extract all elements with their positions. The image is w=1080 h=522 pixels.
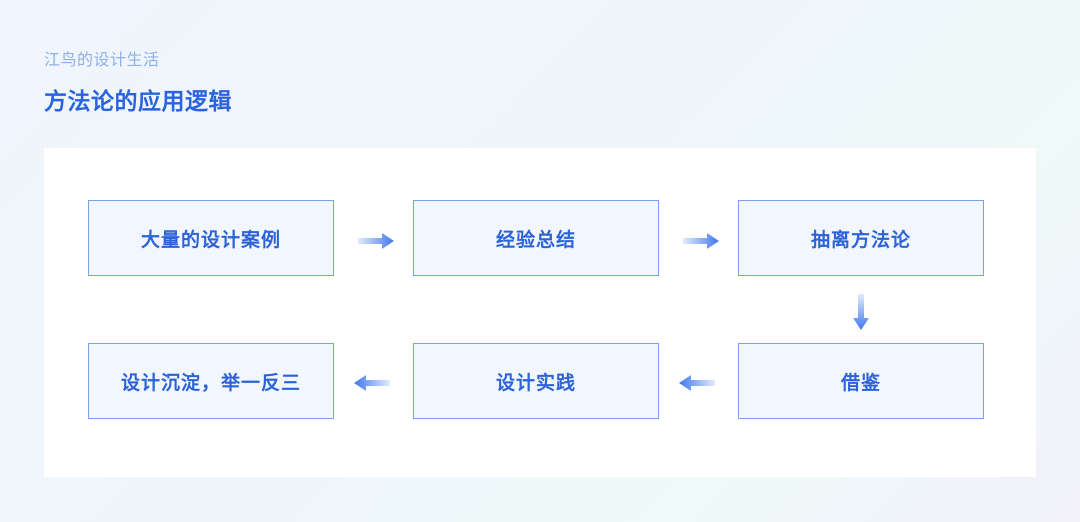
arrow-right-icon	[683, 233, 719, 249]
arrow-down-icon	[853, 294, 869, 330]
step-box-1: 大量的设计案例	[88, 200, 334, 276]
step-box-5: 设计实践	[413, 343, 659, 419]
flow-panel: 大量的设计案例 经验总结 抽离方法论 设计沉淀	[44, 148, 1036, 477]
step-box-2: 经验总结	[413, 200, 659, 276]
step-box-3: 抽离方法论	[738, 200, 984, 276]
arrow-right-icon	[358, 233, 394, 249]
step-box-4: 借鉴	[738, 343, 984, 419]
step-box-6: 设计沉淀，举一反三	[88, 343, 334, 419]
arrow-left-icon	[679, 375, 715, 391]
subtitle: 江鸟的设计生活	[44, 50, 160, 69]
page-title: 方法论的应用逻辑	[44, 89, 232, 115]
arrow-left-icon	[354, 375, 390, 391]
